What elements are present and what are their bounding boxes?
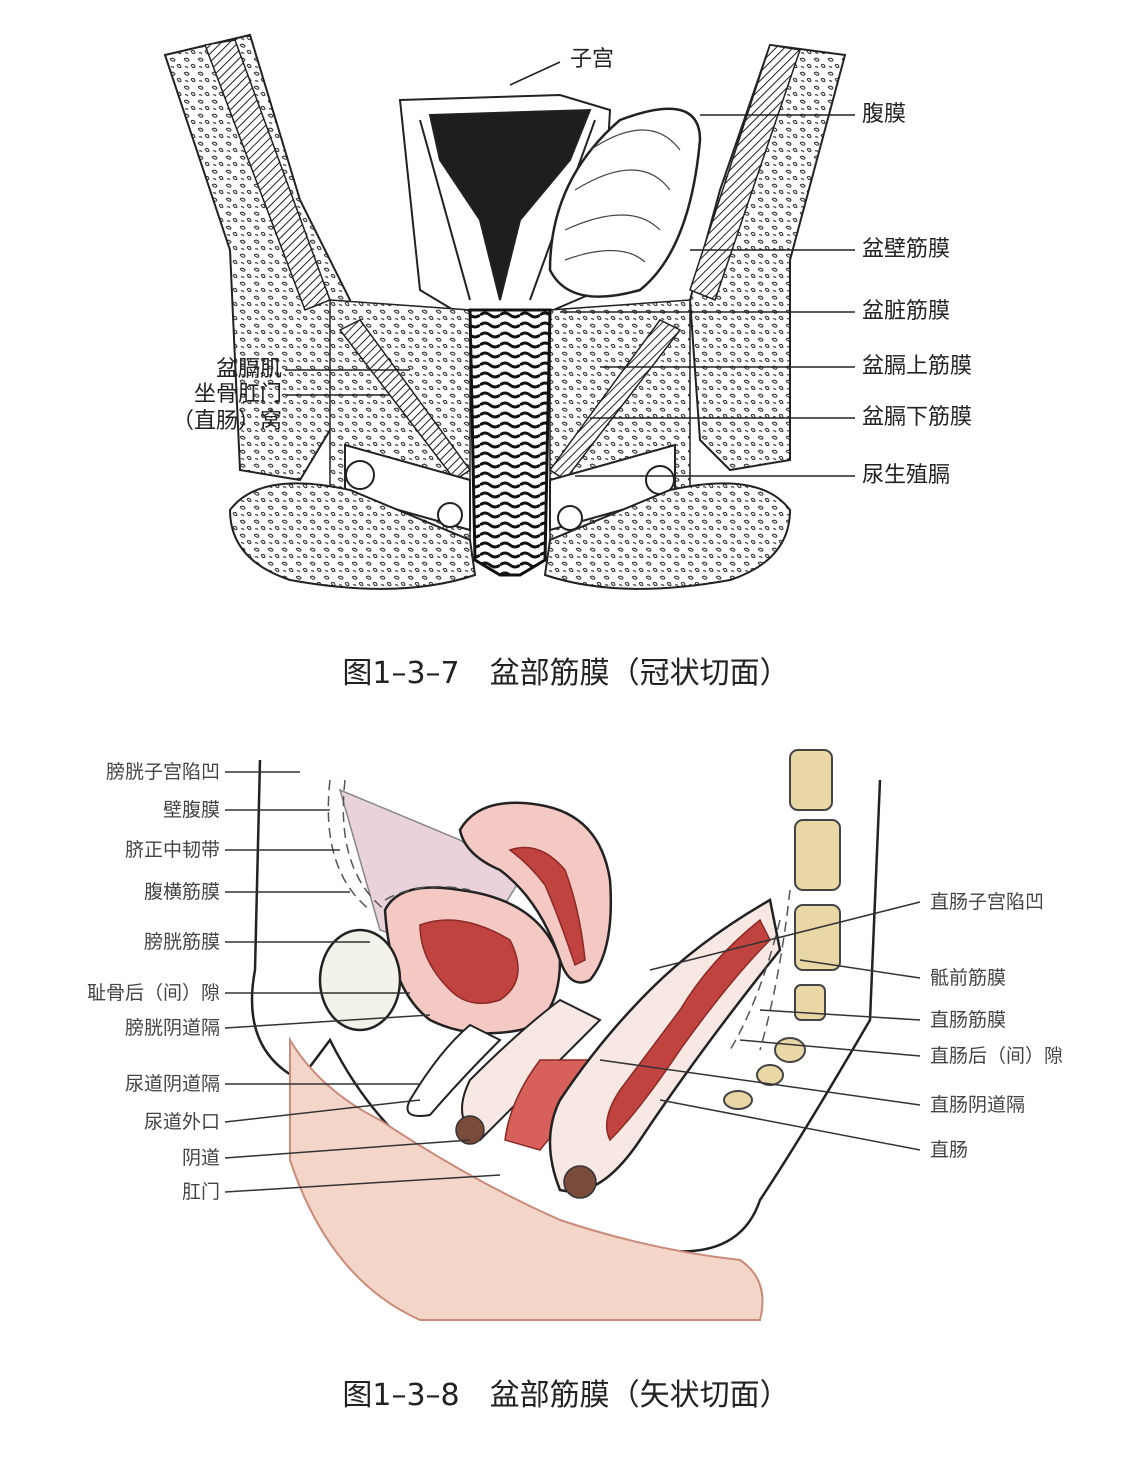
label-vesicouterine-pouch: 膀胱子宫陷凹 (105, 761, 220, 783)
label-superior-diaphragm-fascia: 盆膈上筋膜 (862, 354, 973, 379)
label-retrorectal-space: 直肠后（间）隙 (930, 1045, 1064, 1067)
coronal-section-drawing (163, 33, 855, 590)
label-vesicovaginal-septum: 膀胱阴道隔 (124, 1017, 220, 1039)
label-rectovaginal-septum: 直肠阴道隔 (930, 1094, 1026, 1116)
label-retropubic-space: 耻骨后（间）隙 (86, 982, 220, 1004)
label-ischioanal-fossa-line1: 坐骨肛门 (193, 382, 282, 407)
label-external-urethral-orifice: 尿道外口 (143, 1111, 220, 1133)
label-inferior-diaphragm-fascia: 盆膈下筋膜 (862, 405, 973, 430)
figure1-caption: 图1–3–7 盆部筋膜（冠状切面） (342, 656, 790, 691)
label-rectal-fascia: 直肠筋膜 (930, 1009, 1007, 1031)
label-transversalis-fascia: 腹横筋膜 (143, 881, 220, 903)
label-ischioanal-fossa-line2: （直肠）窝 (171, 409, 282, 434)
label-anus: 肛门 (181, 1181, 220, 1203)
figure-sagittal: 膀胱子宫陷凹 壁腹膜 脐正中韧带 腹横筋膜 膀胱筋膜 耻骨后（间）隙 膀胱阴道隔… (0, 720, 1132, 1413)
label-rectouterine-pouch: 直肠子宫陷凹 (930, 891, 1045, 913)
label-visceral-pelvic-fascia: 盆脏筋膜 (862, 299, 951, 324)
label-uterus: 子宫 (570, 47, 615, 72)
label-median-umbilical-ligament: 脐正中韧带 (124, 839, 220, 861)
label-levator-ani: 盆膈肌 (215, 357, 282, 382)
label-rectum: 直肠 (930, 1139, 969, 1161)
label-presacral-fascia: 骶前筋膜 (930, 967, 1007, 989)
label-parietal-peritoneum: 壁腹膜 (162, 799, 220, 821)
label-parietal-pelvic-fascia: 盆壁筋膜 (862, 237, 951, 262)
label-vesical-fascia: 膀胱筋膜 (143, 931, 220, 953)
figure2-caption: 图1–3–8 盆部筋膜（矢状切面） (342, 1378, 790, 1413)
label-urethrovaginal-septum: 尿道阴道隔 (124, 1073, 220, 1095)
sagittal-section-drawing (224, 749, 921, 1321)
label-urogenital-diaphragm: 尿生殖膈 (862, 463, 951, 488)
figure-coronal: 子宫 腹膜 盆壁筋膜 盆脏筋膜 盆膈上筋膜 盆膈下筋膜 尿生殖膈 盆膈肌 坐骨肛… (0, 0, 1132, 691)
label-vagina: 阴道 (181, 1147, 220, 1169)
label-peritoneum: 腹膜 (862, 102, 907, 127)
